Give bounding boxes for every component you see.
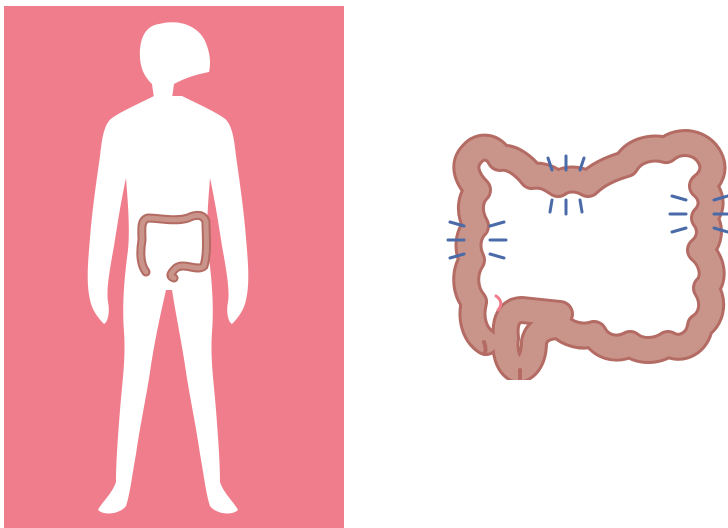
body-silhouette-figure bbox=[4, 6, 344, 528]
body-illustration-panel bbox=[4, 6, 344, 528]
colon-icon bbox=[440, 120, 728, 380]
colon-detail-panel bbox=[440, 120, 728, 380]
